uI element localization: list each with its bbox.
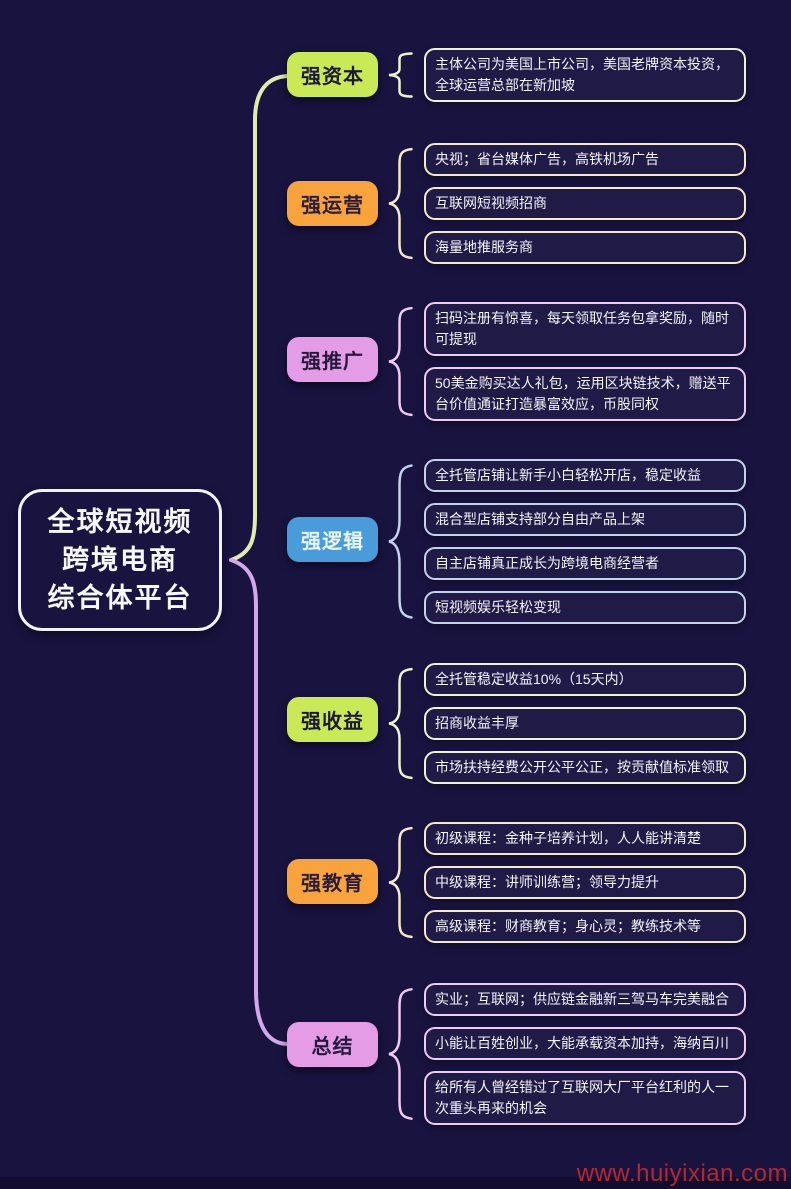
branch-label: 强教育 [287,859,378,904]
brace-icon [386,464,416,619]
branch-label: 强运营 [287,181,378,226]
central-topic-line: 全球短视频 [47,507,193,537]
connector-down-line [229,558,290,1046]
brace-icon [386,53,416,97]
central-topic: 全球短视频 跨境电商 综合体平台 [18,489,222,631]
topic-box: 全托管店铺让新手小白轻松开店，稳定收益 [424,459,746,492]
topic-box: 实业；互联网；供应链金融新三驾马车完美融合 [424,983,746,1016]
connector-up-line [229,74,290,562]
branch-items: 扫码注册有惊喜，每天领取任务包拿奖励，随时可提现 50美金购买达人礼包，运用区块… [424,302,746,421]
topic-box: 高级课程：财商教育；身心灵；教练技术等 [424,910,746,943]
topic-box: 市场扶持经费公开公平公正，按贡献值标准领取 [424,751,746,784]
branch-items: 全托管稳定收益10%（15天内） 招商收益丰厚 市场扶持经费公开公平公正，按贡献… [424,663,746,784]
brace-icon [386,668,416,779]
branch-label: 强资本 [287,52,378,97]
branch-label: 强收益 [287,697,378,742]
bottom-band [0,1177,791,1189]
topic-box: 初级课程：金种子培养计划，人人能讲清楚 [424,822,746,855]
topic-box: 招商收益丰厚 [424,707,746,740]
brace-icon [386,307,416,416]
branch-items: 央视；省台媒体广告，高铁机场广告 互联网短视频招商 海量地推服务商 [424,143,746,264]
brace-icon [386,827,416,938]
topic-box: 央视；省台媒体广告，高铁机场广告 [424,143,746,176]
branch-items: 实业；互联网；供应链金融新三驾马车完美融合 小能让百姓创业，大能承载资本加持，海… [424,983,746,1125]
branch-items: 主体公司为美国上市公司，美国老牌资本投资，全球运营总部在新加坡 [424,48,746,102]
topic-box: 50美金购买达人礼包，运用区块链技术，赠送平台价值通证打造暴富效应，币股同权 [424,367,746,421]
brace-icon [386,148,416,259]
watermark: www.huiyixian.com [576,1160,788,1187]
topic-box: 中级课程：讲师训练营；领导力提升 [424,866,746,899]
topic-box: 海量地推服务商 [424,231,746,264]
branch-label: 强推广 [287,337,378,382]
topic-box: 小能让百姓创业，大能承载资本加持，海纳百川 [424,1027,746,1060]
topic-box: 全托管稳定收益10%（15天内） [424,663,746,696]
branch-items: 全托管店铺让新手小白轻松开店，稳定收益 混合型店铺支持部分自由产品上架 自主店铺… [424,459,746,624]
topic-box: 混合型店铺支持部分自由产品上架 [424,503,746,536]
brace-icon [386,988,416,1120]
branch-label: 强逻辑 [287,517,378,562]
central-topic-line: 跨境电商 [62,545,178,575]
topic-box: 扫码注册有惊喜，每天领取任务包拿奖励，随时可提现 [424,302,746,356]
topic-box: 给所有人曾经错过了互联网大厂平台红利的人一次重头再来的机会 [424,1071,746,1125]
branch-items: 初级课程：金种子培养计划，人人能讲清楚 中级课程：讲师训练营；领导力提升 高级课… [424,822,746,943]
topic-box: 互联网短视频招商 [424,187,746,220]
topic-box: 主体公司为美国上市公司，美国老牌资本投资，全球运营总部在新加坡 [424,48,746,102]
topic-box: 自主店铺真正成长为跨境电商经营者 [424,547,746,580]
branch-label: 总结 [287,1022,378,1067]
central-topic-line: 综合体平台 [47,583,193,613]
topic-box: 短视频娱乐轻松变现 [424,591,746,624]
